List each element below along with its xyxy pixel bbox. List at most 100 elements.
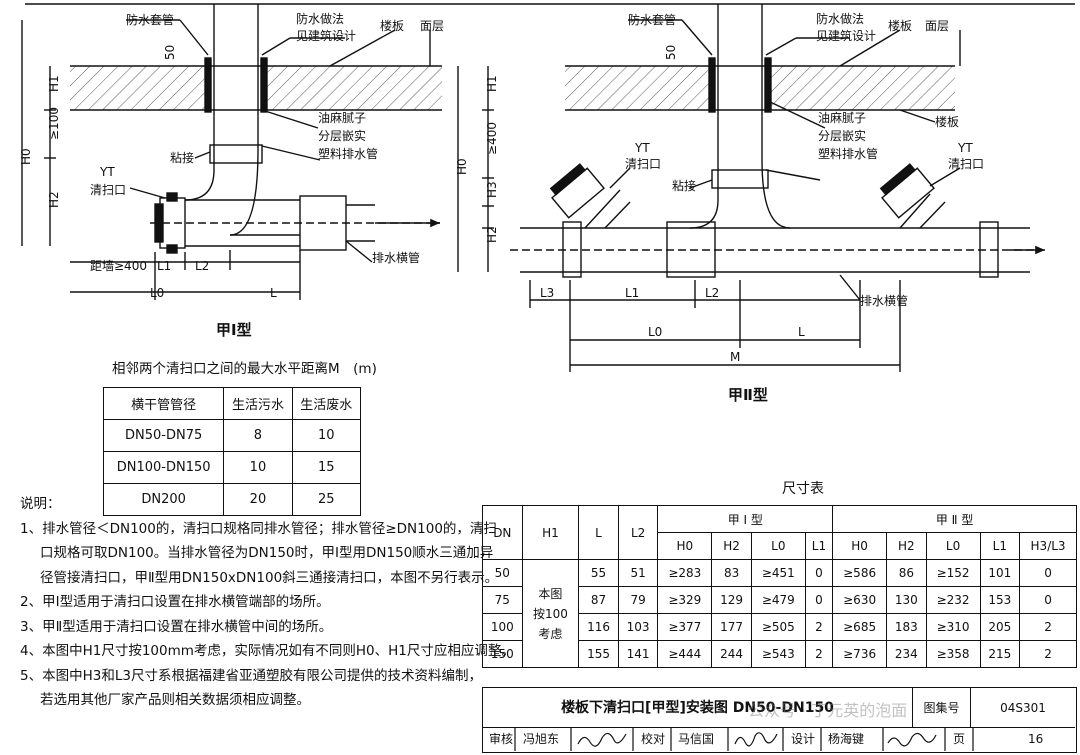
fs-method-label-2b: 见建筑设计 [816,28,876,43]
dim-ge400-2: ≥400 [485,122,499,155]
dim-subheader: L1 [979,532,1021,560]
dim-cell: 100 [482,613,523,641]
fs-casing-label-1: 防水套管 [126,12,174,27]
drawing-title: 楼板下清扫口[甲型]安装图 DN50-DN150 [483,688,913,728]
dim-h1-1: H1 [47,75,61,92]
dim-subheader: H0 [657,532,713,560]
max-table-header: 生活污水 [223,387,293,420]
dim-cell: 0 [804,586,834,614]
check-label: 校对 [641,732,666,746]
dim-cell: 244 [711,640,752,668]
dim-cell: ≥283 [657,559,713,587]
review-label: 审核 [489,732,514,746]
dim-cell: 103 [617,613,659,641]
dim-cell: ≥586 [832,559,888,587]
cleanout-label-1: 清扫口 [90,183,126,197]
dim-l0-1: L0 [150,286,164,300]
dim-cell: ≥736 [832,640,888,668]
horiz-drain-label-2: 排水横管 [860,293,908,308]
dim-50-1: 50 [163,45,177,60]
dim-subheader: H0 [832,532,888,560]
design-label: 设计 [791,732,816,746]
cleanout-label-2b: 清扫口 [948,157,984,171]
dim-subheader: H2 [886,532,927,560]
dim-cell: 129 [711,586,752,614]
slab-label-1: 楼板 [380,18,404,33]
dim-h1-line: 按100 [532,606,568,621]
max-distance-table: 横干管管径 生活污水 生活废水 DN50-DN75 8 10 DN100-DN1… [102,387,362,516]
dim-50-2: 50 [664,45,678,60]
dim-cell: ≥451 [750,559,806,587]
dim-cell: 0 [1019,559,1077,587]
dim-subheader: H3/L3 [1019,532,1077,560]
dim-h1-merged: 本图 按100 考虑 [521,559,580,668]
dim-cell: 116 [578,613,619,641]
dim-header: DN [482,505,523,560]
note-line: 口规格可取DN100。当排水管径为DN150时，甲Ⅰ型用DN150顺水三通加异 [40,545,494,561]
note-line: 径管接清扫口，甲Ⅱ型用DN150xDN100斜三通接清扫口，本图不另行表示。 [40,569,499,586]
note-line: 5、本图中H3和L3尺寸系根据福建省亚通塑胶有限公司提供的技术资料编制， [20,667,482,684]
dim-h2-1: H2 [47,191,61,208]
dim-l3-2: L3 [540,286,554,300]
oakum-label-1b: 分层嵌实 [318,128,366,143]
surface-label-2: 面层 [925,19,949,33]
dim-cell: 86 [886,559,927,587]
dim-cell: 150 [482,640,523,668]
dim-cell: 0 [1019,586,1077,614]
dim-h0-1: H0 [19,148,33,165]
max-table-cell: 8 [223,419,293,452]
horiz-drain-label-1: 排水横管 [372,250,420,265]
dim-cell: ≥232 [925,586,981,614]
dim-header: 甲 Ⅱ 型 [832,505,1077,533]
dim-cell: ≥329 [657,586,713,614]
dim-cell: 130 [886,586,927,614]
dim-header: L [578,505,619,560]
notes: 说明： 1、排水管径＜DN100的，清扫口规格同排水管径；排水管径≥DN100的… [20,492,515,713]
oakum-label-2a: 油麻腻子 [818,110,866,125]
dim-h1-line: 考虑 [538,626,563,641]
atlas-label: 图集号 [913,688,971,728]
dim-subheader: L0 [925,532,981,560]
dim-header: H1 [521,505,580,560]
dim-cell: 51 [617,559,659,587]
dim-h1-line: 本图 [538,586,563,601]
dim-h0-2: H0 [455,158,469,175]
dim-l1-2: L1 [625,286,639,300]
dim-cell: 50 [482,559,523,587]
dim-cell: ≥377 [657,613,713,641]
glue-label-2: 粘接 [672,178,696,193]
type1-caption: 甲Ⅰ型 [216,321,252,339]
dim-m-2: M [730,350,740,364]
checker-name: 马信国 [678,732,715,746]
dim-cell: ≥479 [750,586,806,614]
dim-cell: 205 [979,613,1021,641]
dim-cell: 2 [1019,613,1077,641]
max-table-cell: 20 [223,483,293,516]
title-block: 楼板下清扫口[甲型]安装图 DN50-DN150 图集号 04S301 审核 冯… [482,687,1077,753]
type2-drawing [457,4,1045,372]
max-table-header: 生活废水 [291,387,362,420]
yt-label-1: YT [99,165,115,179]
notes-title: 说明： [20,496,61,512]
dimension-table: DN H1 L L2 甲 Ⅰ 型 甲 Ⅱ 型 H0 H2 L0 L1 H0 H2… [482,505,1077,668]
max-table-cell: 25 [291,483,362,516]
cleanout-label-2a: 清扫口 [625,157,661,171]
dim-cell: 215 [979,640,1021,668]
dim-cell: ≥685 [832,613,888,641]
dim-subheader: L1 [804,532,834,560]
dim-header: 甲 Ⅰ 型 [657,505,834,533]
oakum-label-1a: 油麻腻子 [318,110,366,125]
dim-cell: 0 [804,559,834,587]
dim-h2-2: H2 [485,226,499,243]
dim-dist400: 距墙≥400 [90,259,147,273]
dim-h3-2: H3 [485,181,499,198]
designer-name: 杨海键 [828,732,865,746]
dim-cell: 2 [804,613,834,641]
dim-cell: 83 [711,559,752,587]
fs-casing-label-2: 防水套管 [628,12,676,27]
fs-method-label-1a: 防水做法 [296,11,344,26]
dim-cell: ≥152 [925,559,981,587]
plastic-drain-label-2: 塑料排水管 [818,146,878,161]
dim-cell: 101 [979,559,1021,587]
watermark: 公众号 · 丁元英的泡面 [748,701,908,720]
